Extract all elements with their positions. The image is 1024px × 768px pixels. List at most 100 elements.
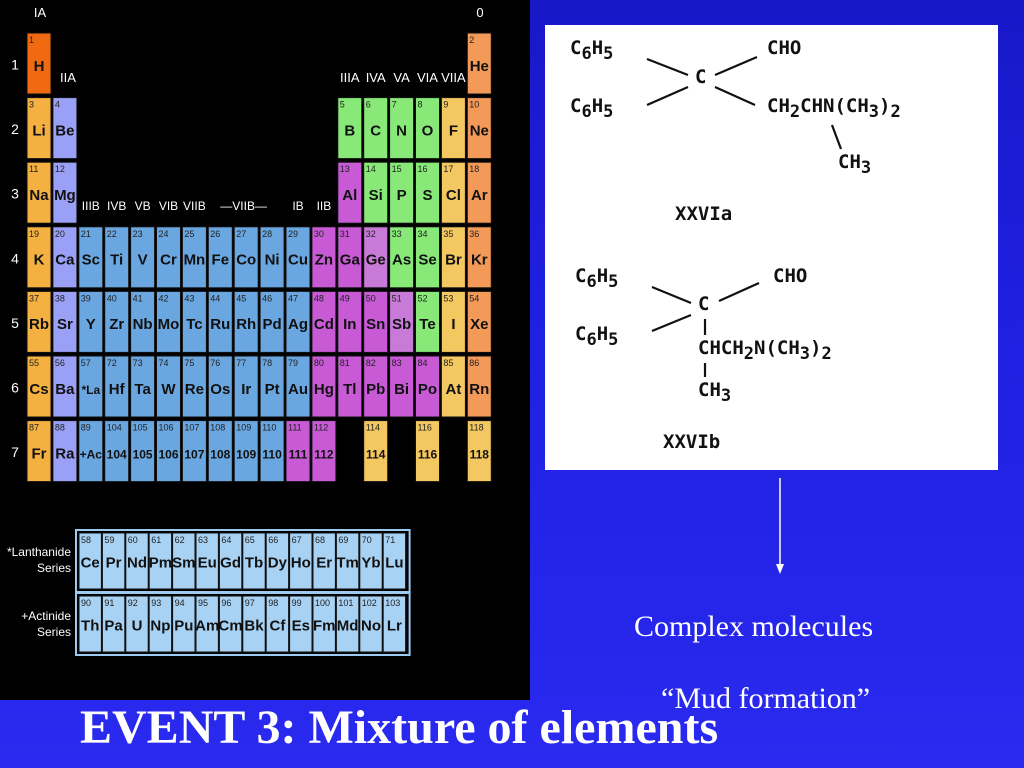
element-cell-110: [259, 420, 285, 483]
element-cell-Rn: [466, 355, 492, 418]
central-carbon-b: C: [698, 293, 710, 315]
element-cell-112: [311, 420, 337, 483]
element-cell-F-symbol: F: [449, 122, 458, 139]
element-cell-At: [440, 355, 466, 418]
element-cell-114-symbol: 114: [366, 447, 386, 461]
period-number-5: 5: [11, 315, 19, 331]
element-cell-Cr-number: 24: [159, 229, 169, 239]
element-cell-Zr-number: 40: [107, 293, 117, 303]
element-cell-No: [359, 595, 383, 653]
element-cell-Re-symbol: Re: [185, 381, 204, 398]
element-cell-Eu-number: 63: [198, 535, 208, 545]
bond-line: [830, 124, 843, 150]
element-cell-Fr: [26, 420, 52, 483]
element-cell-Tb-number: 65: [245, 535, 255, 545]
element-cell-Pb-symbol: Pb: [366, 381, 385, 398]
structure-label-XXVIa: XXVIa: [675, 203, 733, 225]
element-cell-Si-symbol: Si: [369, 187, 383, 204]
element-cell-Zn: [311, 226, 337, 289]
element-cell-Mn-symbol: Mn: [184, 252, 206, 269]
actinide-series-label-1: +Actinide: [21, 609, 71, 623]
element-cell-Hf-number: 72: [107, 358, 117, 368]
amine-chain-b: CHCH2N(CH3)2: [698, 337, 832, 364]
element-cell-Lr-symbol: Lr: [387, 618, 402, 635]
lanthanide-series-label-1: *Lanthanide: [7, 545, 71, 559]
element-cell-Pb: [363, 355, 389, 418]
element-cell-Eu-symbol: Eu: [198, 555, 217, 572]
element-cell-Cl: [440, 161, 466, 224]
bond-line: [646, 57, 689, 77]
element-cell-Sc: [78, 226, 104, 289]
element-cell-Ti-number: 22: [107, 229, 117, 239]
element-cell-Ca: [52, 226, 78, 289]
element-cell-At-symbol: At: [445, 381, 461, 398]
element-cell-Kr: [466, 226, 492, 289]
element-cell-Ra-number: 88: [55, 423, 65, 433]
element-cell-Tl: [337, 355, 363, 418]
period-number-7: 7: [11, 444, 19, 460]
element-cell-Ba-symbol: Ba: [55, 381, 75, 398]
element-cell-Er: [312, 532, 336, 590]
element-cell-Os: [207, 355, 233, 418]
element-cell-Hg: [311, 355, 337, 418]
element-cell-Cd: [311, 290, 337, 353]
element-cell-Tc: [181, 290, 207, 353]
element-cell-Dy-symbol: Dy: [268, 555, 288, 572]
group-label-IA: IA: [34, 5, 47, 20]
down-arrow-icon: [776, 478, 784, 574]
period-number-6: 6: [11, 380, 19, 396]
element-cell-K-symbol: K: [34, 252, 45, 269]
element-cell-Ga-symbol: Ga: [340, 252, 361, 269]
element-cell-Er-symbol: Er: [316, 555, 332, 572]
element-cell-Cf-number: 98: [268, 598, 278, 608]
element-cell-Nd-symbol: Nd: [127, 555, 147, 572]
element-cell-Tb-symbol: Tb: [245, 555, 263, 572]
element-cell-Gd: [218, 532, 243, 590]
element-cell-Md-symbol: Md: [337, 618, 359, 635]
element-cell-Hg-number: 80: [314, 358, 324, 368]
element-cell-Sn: [363, 290, 389, 353]
element-cell-Sn-symbol: Sn: [366, 316, 385, 333]
element-cell-Os-number: 76: [210, 358, 220, 368]
element-cell-Zn-symbol: Zn: [315, 252, 333, 269]
element-cell-Se: [415, 226, 440, 289]
element-cell-N-symbol: N: [396, 122, 407, 139]
element-cell-Fe: [207, 226, 233, 289]
element-cell-Mn-number: 25: [184, 229, 194, 239]
element-cell-Am-symbol: Am: [195, 618, 219, 635]
element-cell-106-symbol: 106: [158, 447, 178, 461]
element-cell-Cm-number: 96: [221, 598, 231, 608]
element-cell-Al-number: 13: [340, 164, 350, 174]
element-cell-Es: [289, 595, 313, 653]
element-cell-Ir-symbol: Ir: [241, 381, 251, 398]
element-cell-W-number: 74: [159, 358, 169, 368]
element-cell-107-number: 107: [184, 423, 199, 433]
element-cell-Ba: [52, 355, 78, 418]
element-cell-106: [156, 420, 181, 483]
element-cell-Co: [233, 226, 259, 289]
element-cell-Sb-number: 51: [392, 293, 402, 303]
methyl-label-a: CH3: [838, 151, 872, 178]
element-cell-Ru-number: 44: [210, 293, 220, 303]
group-label-d-0: IIIB: [82, 199, 100, 213]
element-cell-Fr-symbol: Fr: [32, 445, 47, 462]
element-cell-Hg-symbol: Hg: [314, 381, 334, 398]
element-cell-Lr-number: 103: [385, 598, 400, 608]
element-cell-La: [78, 355, 104, 418]
element-cell-Pa-symbol: Pa: [104, 618, 123, 635]
group-label-d-4: VIIB: [183, 199, 206, 213]
element-cell-At-number: 85: [443, 358, 453, 368]
element-cell-Ta-number: 73: [133, 358, 143, 368]
element-cell-Ga: [337, 226, 363, 289]
element-cell-Cr-symbol: Cr: [160, 252, 177, 269]
element-cell-Re: [181, 355, 207, 418]
element-cell-Pa: [101, 595, 126, 653]
element-cell-Rh: [233, 290, 259, 353]
element-cell-Mo: [156, 290, 181, 353]
element-cell-Cd-symbol: Cd: [314, 316, 334, 333]
element-cell-Pd: [259, 290, 285, 353]
element-cell-No-symbol: No: [361, 618, 381, 635]
element-cell-109-number: 109: [236, 423, 251, 433]
element-cell-V: [130, 226, 156, 289]
element-cell-In: [337, 290, 363, 353]
